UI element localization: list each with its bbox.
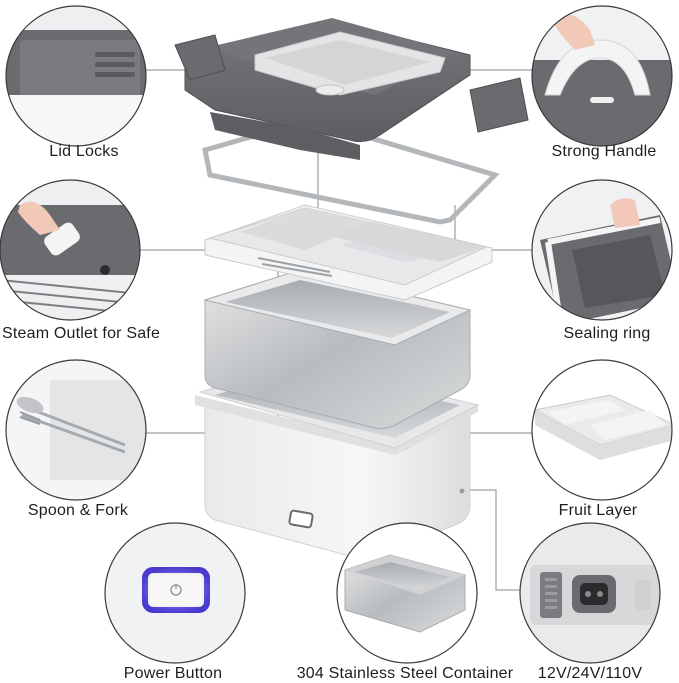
detail-voltage-port — [519, 522, 661, 664]
detail-spoon-fork — [5, 359, 147, 501]
label-spoon-fork: Spoon & Fork — [27, 502, 129, 519]
detail-power-button — [104, 522, 246, 664]
detail-strong-handle — [531, 5, 673, 147]
label-strong-handle: Strong Handle — [551, 143, 657, 160]
detail-sealing-ring — [531, 179, 673, 321]
lunch-box-exploded-view — [174, 18, 529, 559]
detail-steam-outlet — [0, 179, 141, 321]
label-steel-container: 304 Stainless Steel Container — [296, 665, 514, 682]
label-voltage: 12V/24V/110V — [537, 665, 643, 682]
detail-fruit-layer — [531, 359, 673, 501]
label-steam-outlet: Steam Outlet for Safe — [2, 325, 161, 342]
label-sealing-ring: Sealing ring — [563, 325, 651, 342]
detail-steel-container — [336, 522, 478, 664]
detail-lid-locks — [5, 5, 147, 147]
label-lid-locks: Lid Locks — [49, 143, 119, 160]
label-power-button: Power Button — [123, 665, 223, 682]
label-fruit-layer: Fruit Layer — [558, 502, 638, 519]
